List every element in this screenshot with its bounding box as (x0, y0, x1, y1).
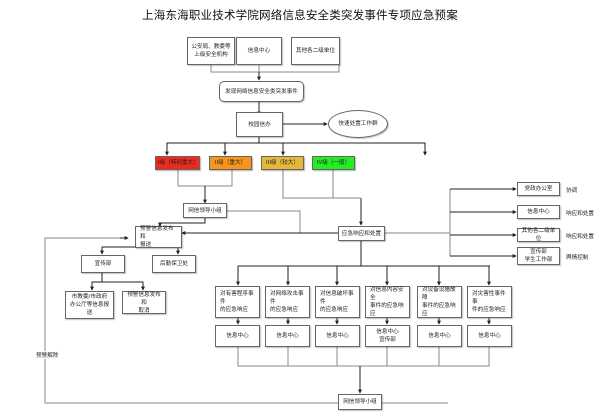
security-dept-box[interactable]: 后勤保卫处 (152, 255, 196, 273)
right-unit-note: 响应和处置 (566, 234, 594, 240)
level-3-box[interactable]: III级（较大） (261, 156, 304, 170)
handler-label: 信息中心 (326, 333, 349, 339)
arrow-to-report (90, 273, 103, 291)
arrow-to-warning (158, 218, 206, 227)
level-label: IV级（一般） (316, 160, 351, 166)
leading-group-top-box[interactable]: 网信领导小组 (183, 203, 227, 218)
event-type-box[interactable]: 对网络攻击事件 的应急响应 (265, 286, 310, 318)
source-box-other-units[interactable]: 其他各二级单位 (291, 37, 340, 65)
handler-label: 信息中心 (226, 333, 249, 339)
emergency-response-label: 应急响应和处置 (341, 230, 382, 237)
event-type-box[interactable]: 对信息内容安全 事件的应急响应 (365, 286, 410, 318)
level-1-box[interactable]: I级（特别重大） (155, 156, 200, 170)
right-unit-label: 信息中心 (527, 209, 550, 215)
line-warning-lift (44, 237, 448, 404)
handler-label: 信息中心 宣传部 (376, 329, 399, 343)
event-type-box[interactable]: 对信息破坏事件 的应急响应 (315, 286, 360, 318)
handler-box[interactable]: 信息中心 宣传部 (365, 325, 410, 347)
level-label: II级（重大） (214, 160, 247, 166)
diagram-title: 上海东海职业技术学院网络信息安全类突发事件专项应急预案 (142, 8, 458, 22)
handler-label: 信息中心 (478, 333, 501, 339)
source-label: 信息中心 (247, 48, 271, 54)
report-city-box[interactable]: 市教委/市政府 办公厅等信息报 送 (65, 291, 114, 319)
arrow-level1 (165, 136, 260, 156)
source-label: 其他各二级单位 (295, 48, 336, 54)
warning-release-label: 预警信息发布和 报送 (140, 226, 174, 248)
source-label: 公安局、教委等 上级安全机构 (191, 44, 231, 58)
right-unit-note: 协调 (566, 188, 578, 194)
warning-release-box[interactable]: 预警信息发布和 报送 (135, 226, 182, 248)
right-unit-party-office[interactable]: 党政办公室 (517, 182, 560, 196)
event-type-label: 对设备设施故障 事件的应急响应 (422, 287, 456, 317)
warning-cancel-box[interactable]: 预警信息发布和 取消 (122, 291, 166, 314)
event-type-box[interactable]: 对灾害性事件事 件的应急响应 (467, 286, 512, 318)
warning-lift-label: 预警解除 (35, 351, 60, 359)
source-box-info-center[interactable]: 信息中心 (236, 37, 282, 65)
level-2-box[interactable]: II级（重大） (209, 156, 252, 170)
level-4-box[interactable]: IV级（一般） (312, 156, 355, 170)
level-label: I级（特别重大） (158, 160, 199, 166)
right-unit-label: 宣传部 学生工作部 (524, 249, 553, 263)
campus-network-office-label: 校园信办 (248, 121, 271, 128)
handler-box[interactable]: 信息中心 (265, 325, 310, 347)
right-unit-info-center[interactable]: 信息中心 (517, 205, 560, 219)
event-type-label: 对灾害性事件事 件的应急响应 (472, 291, 506, 313)
right-unit-note: 响应和处置 (566, 211, 594, 217)
report-city-label: 市教委/市政府 办公厅等信息报 送 (69, 294, 110, 316)
right-unit-note: 舆情控制 (566, 255, 589, 261)
leading-group-label: 网信领导小组 (343, 399, 377, 405)
right-unit-propaganda-student[interactable]: 宣传部 学生工作部 (517, 247, 560, 265)
right-unit-label: 其他各二级单位 (521, 228, 556, 242)
arrow-to-cancel (102, 281, 145, 291)
propaganda-dept-box[interactable]: 宣传部 (81, 255, 125, 273)
emergency-response-box[interactable]: 应急响应和处置 (338, 226, 385, 241)
event-type-box[interactable]: 对有害程序事件 的应急响应 (215, 286, 260, 318)
event-type-box[interactable]: 对设备设施故障 事件的应急响应 (417, 286, 462, 318)
leading-group-label: 网信领导小组 (188, 207, 222, 214)
propaganda-dept-label: 宣传部 (94, 261, 112, 267)
warning-cancel-label: 预警信息发布和 取消 (127, 291, 161, 314)
event-type-label: 对有害程序事件 的应急响应 (220, 291, 254, 313)
security-dept-label: 后勤保卫处 (160, 261, 188, 267)
handler-box[interactable]: 信息中心 (215, 325, 260, 347)
arrow-level4 (259, 142, 427, 156)
discover-event-label: 发现网络信息安全类突发事件 (225, 88, 298, 95)
handler-box[interactable]: 信息中心 (467, 325, 512, 347)
line-level12-merge (177, 170, 233, 187)
rapid-team-ellipse[interactable]: 快速处置工作群 (328, 110, 388, 138)
line-handlers-merge (237, 347, 490, 367)
right-unit-label: 党政办公室 (524, 186, 553, 192)
source-box-public-security[interactable]: 公安局、教委等 上级安全机构 (187, 37, 235, 65)
rapid-team-label: 快速处置工作群 (338, 121, 378, 127)
campus-network-office-box[interactable]: 校园信办 (236, 112, 283, 137)
line-level34-merge (282, 170, 334, 199)
line-sources-merge (210, 64, 340, 73)
event-type-label: 对网络攻击事件 的应急响应 (270, 291, 304, 313)
line-leading-right (227, 210, 301, 233)
event-type-label: 对信息破坏事件 的应急响应 (320, 291, 354, 313)
handler-box[interactable]: 信息中心 (315, 325, 360, 347)
handler-label: 信息中心 (276, 333, 299, 339)
leading-group-bottom-box[interactable]: 网信领导小组 (338, 394, 382, 410)
discover-event-box[interactable]: 发现网络信息安全类突发事件 (219, 81, 304, 102)
handler-label: 信息中心 (428, 333, 451, 339)
event-type-label: 对信息内容安全 事件的应急响应 (370, 287, 404, 317)
handler-box[interactable]: 信息中心 (417, 325, 462, 347)
right-unit-other-units[interactable]: 其他各二级单位 (517, 228, 560, 242)
level-label: III级（较大） (266, 160, 299, 166)
